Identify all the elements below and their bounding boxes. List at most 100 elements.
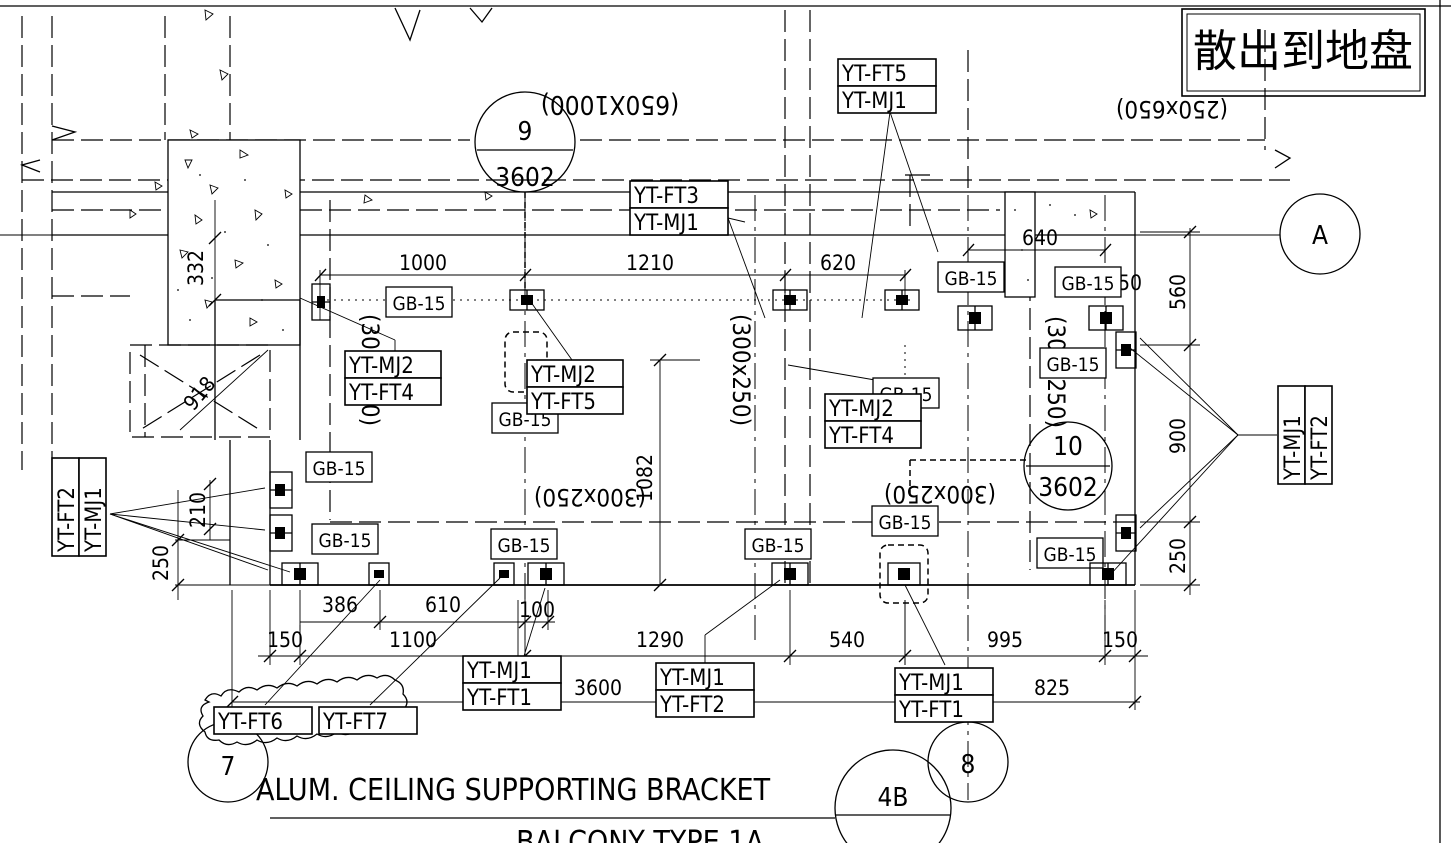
svg-text:YT-FT7: YT-FT7 bbox=[322, 710, 388, 735]
svg-text:YT-MJ1: YT-MJ1 bbox=[841, 89, 907, 114]
svg-text:1210: 1210 bbox=[626, 251, 674, 275]
tag-mj1-ft1-bottom-3: YT-MJ1 YT-FT1 bbox=[894, 667, 994, 723]
section-bubble-9: 9 3602 bbox=[474, 91, 576, 290]
svg-text:640: 640 bbox=[1022, 226, 1058, 250]
svg-text:250: 250 bbox=[1166, 538, 1190, 574]
bracket-7 bbox=[1115, 331, 1137, 369]
svg-text:YT-FT4: YT-FT4 bbox=[348, 381, 414, 406]
svg-text:YT-FT6: YT-FT6 bbox=[217, 710, 283, 735]
svg-text:YT-MJ1: YT-MJ1 bbox=[466, 659, 532, 684]
tag-mj1-ft2-bottom-2: YT-MJ1 YT-FT2 bbox=[655, 662, 755, 718]
bracket-3 bbox=[772, 289, 808, 311]
svg-text:GB-15: GB-15 bbox=[1047, 354, 1100, 376]
gb-label-9: GB-15 bbox=[490, 528, 558, 560]
gb-label-12: GB-15 bbox=[1036, 537, 1104, 569]
bracket-16 bbox=[1115, 514, 1137, 552]
svg-text:1082: 1082 bbox=[633, 454, 657, 502]
svg-text:386: 386 bbox=[322, 593, 358, 617]
svg-text:GB-15: GB-15 bbox=[879, 512, 932, 534]
svg-text:YT-MJ2: YT-MJ2 bbox=[348, 354, 414, 379]
svg-text:1100: 1100 bbox=[389, 628, 437, 652]
svg-text:YT-MJ1: YT-MJ1 bbox=[633, 211, 699, 236]
svg-text:YT-MJ1: YT-MJ1 bbox=[659, 666, 725, 691]
beam-size-top-left: (650X1000) bbox=[541, 89, 679, 119]
svg-text:918: 918 bbox=[179, 372, 221, 415]
svg-text:YT-MJ2: YT-MJ2 bbox=[828, 397, 894, 422]
tag-ft3-mj1: YT-FT3 YT-MJ1 bbox=[629, 180, 729, 236]
svg-text:YT-MJ2: YT-MJ2 bbox=[530, 363, 596, 388]
svg-text:YT-FT1: YT-FT1 bbox=[466, 686, 532, 711]
beam-size-lower-right: (300x250) bbox=[884, 480, 996, 508]
bracket-2 bbox=[509, 289, 545, 311]
beam-size-mid-horizontal: (300x250) bbox=[534, 483, 646, 511]
section-bubble-10: 10 3602 bbox=[1023, 421, 1113, 511]
svg-text:1290: 1290 bbox=[636, 628, 684, 652]
gb-label-8: GB-15 bbox=[311, 523, 379, 555]
svg-text:GB-15: GB-15 bbox=[1062, 273, 1115, 295]
svg-text:620: 620 bbox=[820, 251, 856, 275]
drawing-subtitle: BALCONY TYPE 1A bbox=[516, 825, 764, 843]
title-stamp-text: 散出到地盘 bbox=[1193, 26, 1413, 77]
svg-text:8: 8 bbox=[961, 750, 976, 780]
left-hidden-box bbox=[129, 299, 301, 440]
svg-text:3602: 3602 bbox=[495, 163, 555, 193]
bracket-9 bbox=[269, 514, 293, 552]
svg-text:825: 825 bbox=[1034, 676, 1070, 700]
svg-text:YT-MJ1: YT-MJ1 bbox=[1281, 415, 1306, 481]
bracket-13 bbox=[527, 562, 565, 586]
svg-text:7: 7 bbox=[221, 752, 236, 782]
bracket-4 bbox=[884, 289, 920, 311]
svg-text:3602: 3602 bbox=[1038, 473, 1098, 503]
beam-size-labels: (650X1000) (250x650) (300x250) (300x250)… bbox=[356, 89, 1228, 511]
gb-label-11: GB-15 bbox=[871, 505, 939, 537]
svg-text:332: 332 bbox=[184, 250, 208, 286]
tag-mj2-ft4-left: YT-MJ2 YT-FT4 bbox=[344, 350, 442, 406]
tag-mj1-ft1-bottom-1: YT-MJ1 YT-FT1 bbox=[462, 655, 562, 711]
svg-text:210: 210 bbox=[186, 492, 210, 528]
gb-label-1: GB-15 bbox=[385, 286, 453, 318]
leader-lines bbox=[109, 111, 1277, 706]
bracket-8 bbox=[269, 471, 293, 509]
svg-text:A: A bbox=[1312, 221, 1328, 251]
bracket-11 bbox=[368, 562, 390, 586]
bracket-5 bbox=[957, 305, 993, 331]
drawing-title: ALUM. CEILING SUPPORTING BRACKET bbox=[256, 773, 771, 808]
beam-size-mid-vertical: (300x250) bbox=[727, 314, 755, 426]
svg-text:3600: 3600 bbox=[574, 676, 622, 700]
svg-text:900: 900 bbox=[1166, 418, 1190, 454]
svg-text:YT-MJ1: YT-MJ1 bbox=[898, 671, 964, 696]
gb-label-7: GB-15 bbox=[305, 451, 373, 483]
svg-text:YT-FT5: YT-FT5 bbox=[530, 390, 596, 415]
svg-text:YT-FT2: YT-FT2 bbox=[1308, 415, 1333, 481]
tag-mj2-ft5-mid: YT-MJ2 YT-FT5 bbox=[526, 359, 624, 415]
svg-text:250: 250 bbox=[149, 545, 173, 581]
svg-text:GB-15: GB-15 bbox=[313, 458, 366, 480]
gb-label-2: GB-15 bbox=[937, 261, 1005, 293]
tag-ft6: YT-FT6 bbox=[213, 706, 313, 735]
svg-text:GB-15: GB-15 bbox=[1044, 544, 1097, 566]
svg-text:GB-15: GB-15 bbox=[393, 293, 446, 315]
title-stamp: 散出到地盘 bbox=[1181, 8, 1426, 97]
gb-label-10: GB-15 bbox=[744, 528, 812, 560]
svg-text:150: 150 bbox=[1102, 628, 1138, 652]
svg-text:YT-MJ1: YT-MJ1 bbox=[82, 487, 107, 553]
gb-label-3: GB-15 bbox=[1054, 266, 1122, 298]
dimension-texts: 1000 1210 620 640 332 918 210 250 1082 5… bbox=[149, 226, 1190, 700]
svg-text:YT-FT2: YT-FT2 bbox=[55, 487, 80, 553]
svg-text:GB-15: GB-15 bbox=[752, 535, 805, 557]
bracket-1 bbox=[311, 283, 331, 321]
bracket-10 bbox=[281, 562, 319, 586]
svg-text:150: 150 bbox=[267, 628, 303, 652]
svg-text:10: 10 bbox=[1053, 432, 1083, 462]
svg-text:100: 100 bbox=[519, 598, 555, 622]
tag-ft5-mj1-top: YT-FT5 YT-MJ1 bbox=[837, 58, 937, 114]
bracket-14 bbox=[771, 562, 809, 586]
grid-bubble-4b: 4B bbox=[834, 749, 952, 843]
bracket-15 bbox=[879, 544, 929, 604]
concrete-column bbox=[129, 9, 1098, 346]
svg-text:YT-FT3: YT-FT3 bbox=[633, 184, 699, 209]
svg-text:610: 610 bbox=[425, 593, 461, 617]
svg-text:9: 9 bbox=[518, 117, 533, 147]
svg-text:540: 540 bbox=[829, 628, 865, 652]
